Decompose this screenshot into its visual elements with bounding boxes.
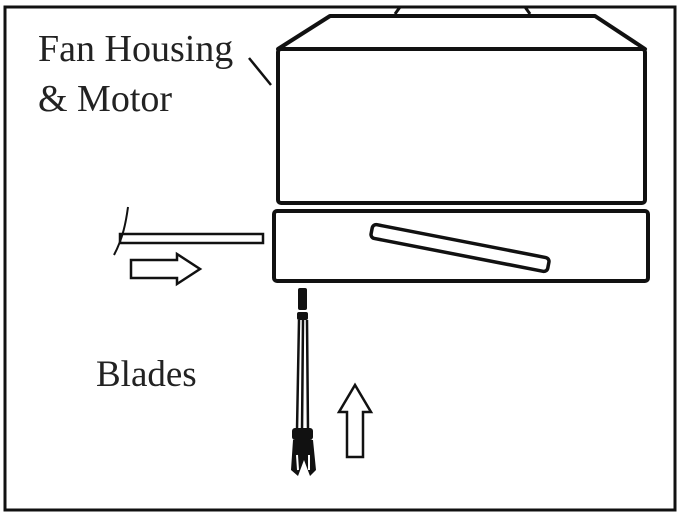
housing-leader-line [248,57,272,86]
blade-bar [369,222,551,274]
housing-body [276,47,647,205]
housing-label-line2: & Motor [38,78,173,120]
housing-label-line1: Fan Housing [38,28,234,70]
blade-enclosure [272,209,650,283]
inlet-bar [118,232,265,245]
airflow-arrow-right-icon [129,251,203,287]
blades-label: Blades [96,354,197,395]
diagram-frame [3,5,677,512]
housing-lid [276,14,647,51]
airflow-arrow-up-icon [336,382,374,459]
housing-lid-cap [393,5,532,15]
inlet-curve [113,206,129,256]
pull-chain [291,288,316,476]
